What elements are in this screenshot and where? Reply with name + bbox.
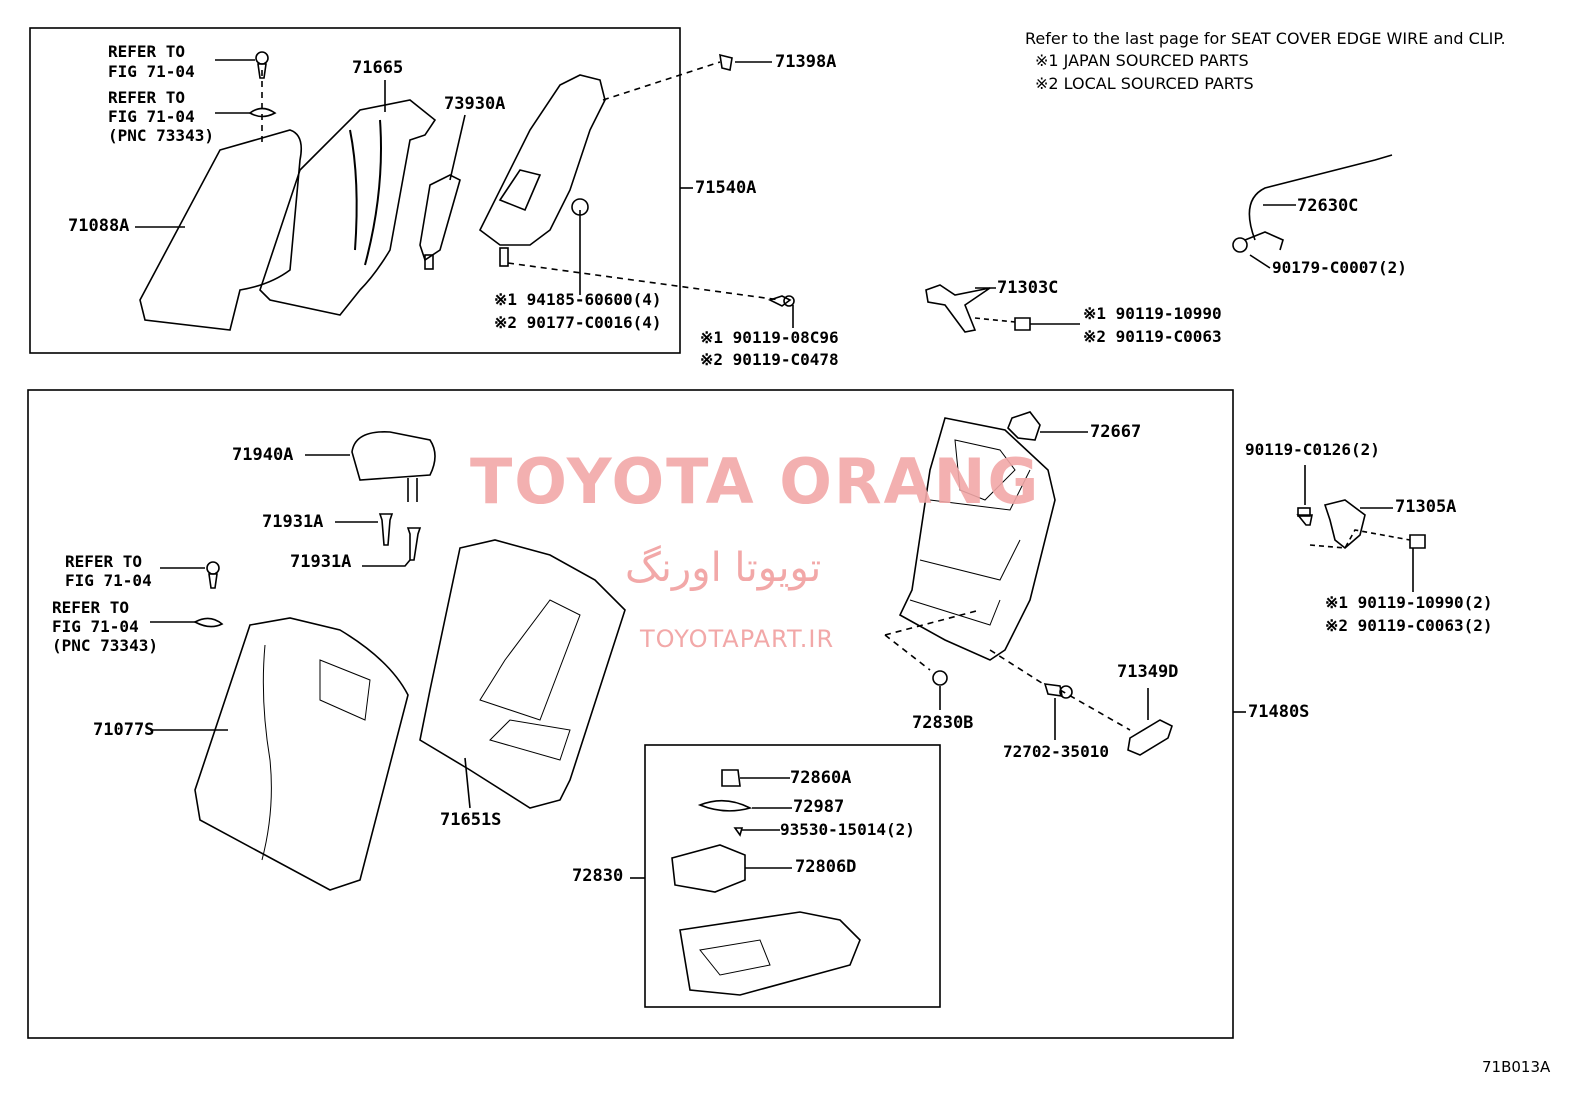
label-refer-bot-2-c: (PNC 73343) bbox=[52, 636, 158, 655]
label-72806D: 72806D bbox=[795, 857, 857, 877]
armrest-group-frame bbox=[644, 744, 941, 1008]
label-71077S: 71077S bbox=[93, 720, 155, 740]
part-71305A-shape bbox=[1323, 499, 1366, 550]
part-72630C-shape bbox=[1248, 154, 1393, 241]
label-bolt-top-1: ※1 94185-60600(4) bbox=[494, 290, 662, 309]
note-line-3: ※2 LOCAL SOURCED PARTS bbox=[1035, 74, 1254, 93]
label-72830: 72830 bbox=[572, 866, 624, 886]
label-refer-top-1-a: REFER TO bbox=[108, 42, 186, 61]
label-71651S: 71651S bbox=[440, 810, 502, 830]
label-90179-C0007: 90179-C0007(2) bbox=[1272, 258, 1407, 277]
label-refer-top-2-a: REFER TO bbox=[108, 88, 186, 107]
label-refer-top-2-b: FIG 71-04 bbox=[108, 107, 195, 126]
watermark-url: TOYOTAPART.IR bbox=[640, 625, 835, 653]
part-71940A-shape bbox=[351, 431, 436, 481]
label-72702-35010: 72702-35010 bbox=[1003, 742, 1109, 761]
label-72860A: 72860A bbox=[790, 768, 852, 788]
watermark-persian: تویوتا اورنگ bbox=[625, 545, 822, 591]
part-71665-shape bbox=[259, 99, 437, 316]
part-71088A-shape bbox=[139, 129, 303, 331]
label-bolt-top-2: ※2 90177-C0016(4) bbox=[494, 313, 662, 332]
bottom-group-frame bbox=[27, 389, 1234, 1039]
label-72667: 72667 bbox=[1090, 422, 1142, 442]
part-71480S-shape bbox=[898, 417, 1056, 661]
part-71349D-shape bbox=[1127, 719, 1173, 756]
note-line-2: ※1 JAPAN SOURCED PARTS bbox=[1035, 51, 1249, 70]
label-bolt-far-1: ※1 90119-10990(2) bbox=[1325, 593, 1493, 612]
part-71540A-shape bbox=[478, 74, 606, 246]
part-71651S-shape bbox=[419, 539, 626, 809]
label-bolt-mid-2: ※2 90119-C0478 bbox=[700, 350, 839, 369]
note-line-1: Refer to the last page for SEAT COVER ED… bbox=[1025, 29, 1506, 48]
label-refer-bot-2-b: FIG 71-04 bbox=[52, 617, 139, 636]
label-bolt-far-2: ※2 90119-C0063(2) bbox=[1325, 616, 1493, 635]
label-refer-bot-1-b: FIG 71-04 bbox=[65, 571, 152, 590]
label-72987: 72987 bbox=[793, 797, 845, 817]
label-73930A: 73930A bbox=[444, 94, 506, 114]
label-bolt-right-2: ※2 90119-C0063 bbox=[1083, 327, 1222, 346]
label-72630C: 72630C bbox=[1297, 196, 1359, 216]
label-93530-15014: 93530-15014(2) bbox=[780, 820, 915, 839]
label-90119-C0126: 90119-C0126(2) bbox=[1245, 440, 1380, 459]
label-refer-top-2-c: (PNC 73343) bbox=[108, 126, 214, 145]
label-refer-bot-2-a: REFER TO bbox=[52, 598, 130, 617]
label-71931A-1: 71931A bbox=[262, 512, 324, 532]
label-72830B: 72830B bbox=[912, 713, 974, 733]
label-71480S: 71480S bbox=[1248, 702, 1310, 722]
label-refer-bot-1-a: REFER TO bbox=[65, 552, 143, 571]
figure-code: 71B013A bbox=[1482, 1058, 1551, 1076]
part-72806D-shape bbox=[671, 844, 746, 893]
label-71305A: 71305A bbox=[1395, 497, 1457, 517]
watermark-latin: TOYOTA ORANG bbox=[470, 445, 1041, 518]
part-71303C-shape bbox=[925, 284, 991, 333]
label-71303C: 71303C bbox=[997, 278, 1059, 298]
label-71540A: 71540A bbox=[695, 178, 757, 198]
label-bolt-mid-1: ※1 90119-08C96 bbox=[700, 328, 839, 347]
label-71931A-2: 71931A bbox=[290, 552, 352, 572]
label-bolt-right-1: ※1 90119-10990 bbox=[1083, 304, 1222, 323]
top-group-frame bbox=[29, 27, 681, 354]
part-armrest-shape bbox=[679, 911, 861, 996]
label-71398A: 71398A bbox=[775, 52, 837, 72]
part-71077S-shape bbox=[194, 617, 409, 891]
label-refer-top-1-b: FIG 71-04 bbox=[108, 62, 195, 81]
label-71940A: 71940A bbox=[232, 445, 294, 465]
label-71088A: 71088A bbox=[68, 216, 130, 236]
label-71665: 71665 bbox=[352, 58, 404, 78]
part-73930A-shape bbox=[419, 174, 461, 262]
label-71349D: 71349D bbox=[1117, 662, 1179, 682]
